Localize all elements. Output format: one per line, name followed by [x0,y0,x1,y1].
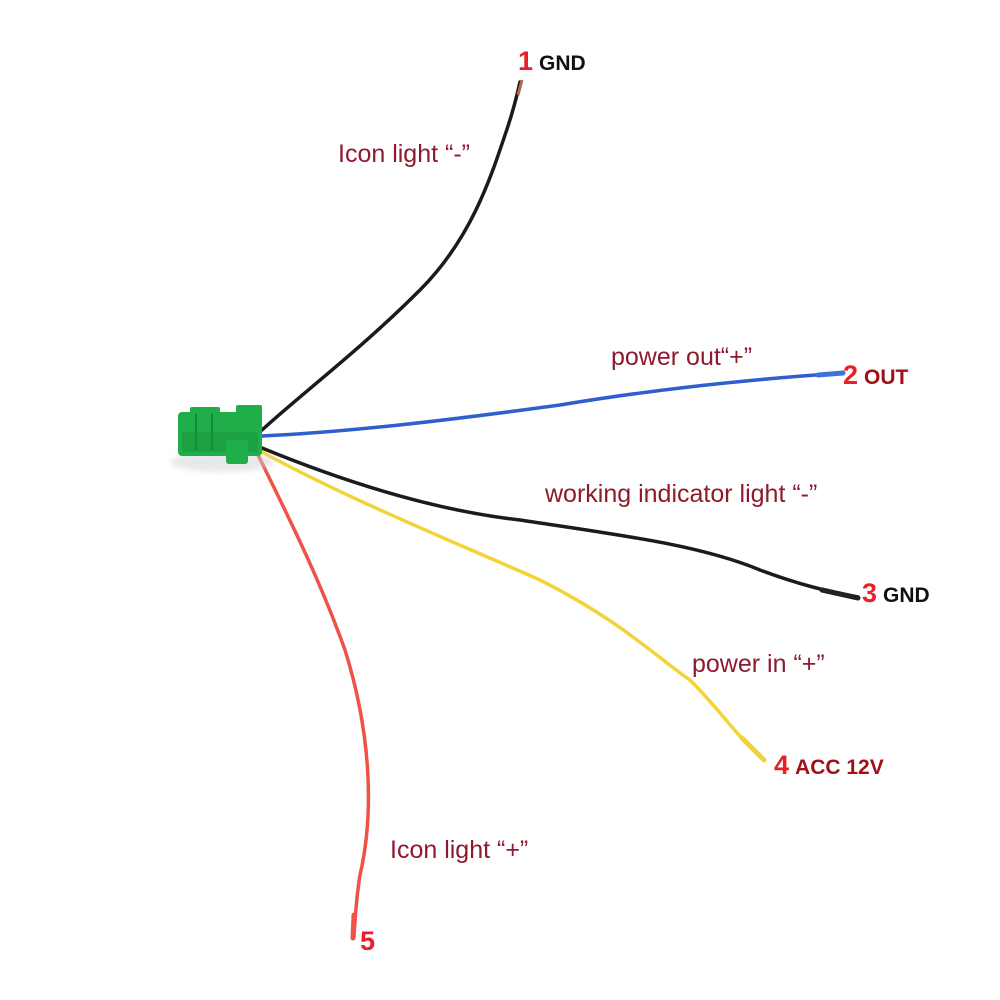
wire-1-black [260,80,522,432]
wire-4-yellow [260,450,764,760]
pin-2-number: 2 [843,360,859,390]
wire-1-description: Icon light “-” [338,140,470,168]
pin-4-number: 4 [774,750,790,780]
wire-2-tip [815,370,846,378]
wire-4-tip [739,735,767,763]
pin-4-signal: ACC 12V [795,756,884,779]
wire-1-tip [516,79,524,96]
pin-5-number: 5 [360,926,376,956]
wire-3-tip [819,587,861,601]
pin-1-number: 1 [518,46,534,76]
wire-3-black [260,446,860,599]
pin-3-signal: GND [883,584,930,607]
wire-2-description: power out“+” [611,343,753,371]
wire-4-description: power in “+” [692,650,825,678]
connector [170,405,274,472]
wire-5-tip [350,912,357,941]
pin-2-signal: OUT [864,366,909,389]
pin-5-label: 5 [360,926,381,957]
wire-5-description: Icon light “+” [390,836,529,864]
wire-3-description: working indicator light “-” [545,480,818,508]
wire-2-blue [260,371,845,438]
pin-1-signal: GND [539,52,586,75]
pin-3-number: 3 [862,578,878,608]
wire-5-red [256,453,371,938]
